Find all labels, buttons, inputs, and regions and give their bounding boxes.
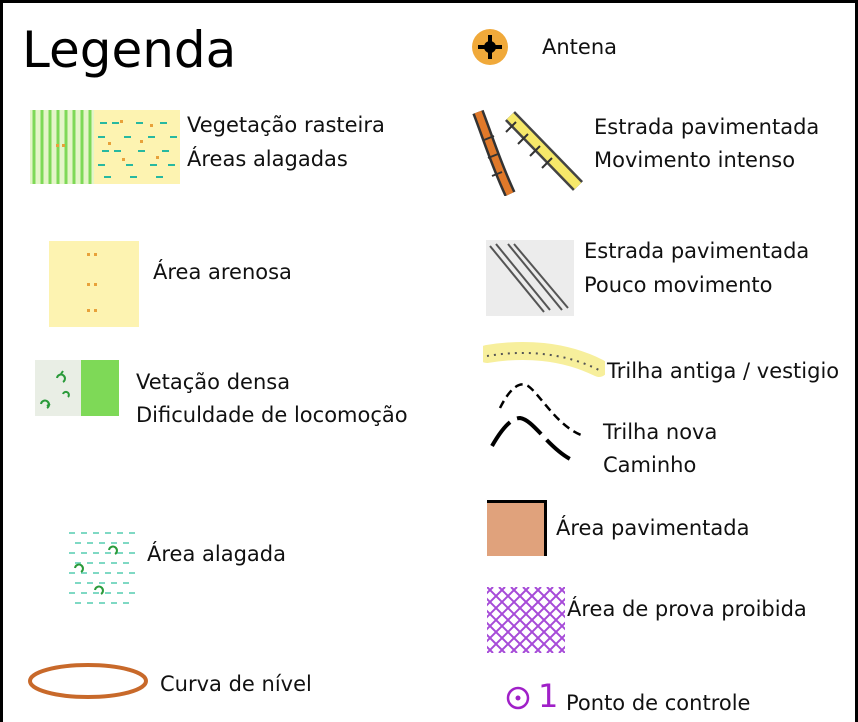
control-point-icon xyxy=(506,686,530,710)
antenna-label: Antena xyxy=(542,35,618,59)
control-number: 1 xyxy=(538,677,559,715)
minor-road-icon xyxy=(486,240,574,316)
control-point-label: Ponto de controle xyxy=(566,691,751,715)
contour-icon xyxy=(28,663,148,699)
antenna-icon xyxy=(472,29,508,65)
new-trail-label-2: Caminho xyxy=(603,453,697,477)
contour-label: Curva de nível xyxy=(160,672,312,696)
forbidden-area-label: Área de prova proibida xyxy=(567,597,807,621)
major-road-label-2: Movimento intenso xyxy=(594,148,796,172)
new-trail-icon xyxy=(490,383,585,462)
dense-vegetation-label-1: Vetação densa xyxy=(136,370,291,394)
old-trail-icon xyxy=(483,342,605,377)
sand-area-label: Área arenosa xyxy=(153,260,292,284)
dense-vegetation-label-2: Dificuldade de locomoção xyxy=(136,403,408,427)
paved-area-label: Área pavimentada xyxy=(556,516,750,540)
minor-road-label-1: Estrada pavimentada xyxy=(584,239,810,263)
forbidden-area-icon xyxy=(487,587,565,653)
dense-vegetation-icon xyxy=(35,360,119,416)
legend-title: Legenda xyxy=(22,21,237,79)
marsh-icon xyxy=(67,528,141,608)
major-road-label-1: Estrada pavimentada xyxy=(594,115,820,139)
vegetation-swamp-icon xyxy=(30,110,180,184)
vegetation-label-2: Áreas alagadas xyxy=(187,147,348,171)
paved-area-icon xyxy=(487,500,547,556)
marsh-label: Área alagada xyxy=(147,542,286,566)
sand-area-icon xyxy=(49,241,139,327)
minor-road-label-2: Pouco movimento xyxy=(584,273,773,297)
old-trail-label: Trilha antiga / vestigio xyxy=(607,359,840,383)
new-trail-label-1: Trilha nova xyxy=(603,420,718,444)
major-road-icon xyxy=(472,109,584,196)
vegetation-label-1: Vegetação rasteira xyxy=(187,113,385,137)
